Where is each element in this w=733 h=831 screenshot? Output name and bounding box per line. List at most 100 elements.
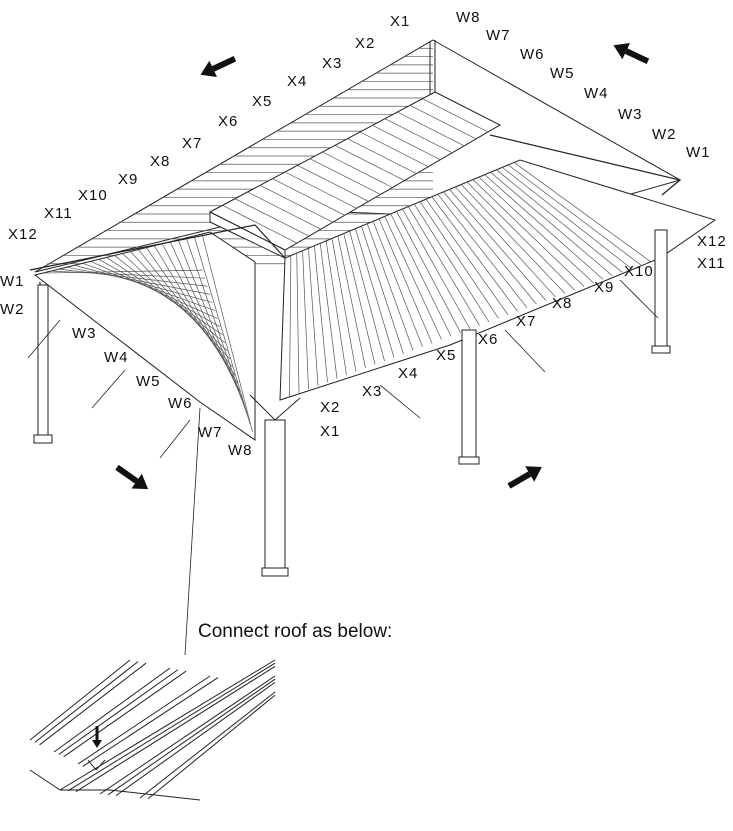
left-roof [33, 231, 256, 441]
leader-lines [27, 279, 659, 656]
label-back-w3: W3 [618, 106, 643, 123]
corrugation-line [284, 171, 357, 209]
corrugation-line [397, 111, 465, 147]
corrugation-line [319, 243, 338, 379]
label-back-w2: W2 [652, 126, 677, 143]
label-back-x6: X6 [218, 113, 238, 130]
corrugation-line [396, 211, 461, 333]
label-front-x4: X4 [398, 365, 418, 382]
corrugation-line [372, 125, 441, 161]
front-x-labels: X3 X4 X5 X6 X7 X8 X9 X10 X12 X11 [362, 233, 726, 400]
label-left-w2: W2 [0, 301, 25, 318]
corrugation-line [42, 269, 203, 274]
corrugation-line [437, 194, 528, 308]
corrugation-line [63, 670, 187, 758]
corrugation-line [331, 238, 357, 372]
post-front [264, 419, 286, 573]
corrugation-line [349, 230, 385, 362]
corrugation-line [87, 759, 97, 771]
corrugation-line [109, 789, 201, 801]
corrugation-line [58, 268, 208, 287]
corrugation-line [82, 677, 219, 767]
label-left-w1: W1 [0, 273, 25, 290]
corrugation-line [234, 198, 310, 237]
corrugation-line [115, 681, 276, 797]
post-left-foot [33, 434, 53, 444]
label-back-x1: X1 [390, 13, 410, 30]
corrugation-line [67, 662, 276, 792]
label-front-x11: X11 [697, 255, 726, 272]
corrugation-line [161, 243, 241, 392]
corrugation-line [425, 198, 509, 316]
back-w-labels: W8 W7 W6 W5 W4 W3 W2 W1 [456, 9, 711, 161]
corrugation-line [347, 138, 417, 174]
left-beam [29, 224, 286, 271]
corrugation-line [185, 237, 248, 416]
corrugation-line [139, 691, 276, 799]
corrugation-line [193, 235, 251, 424]
corrugation-line [502, 167, 632, 269]
corrugation-line [490, 171, 613, 277]
roof-joint-detail [29, 659, 276, 801]
corrugation-line [289, 255, 292, 397]
label-front-x3: X3 [362, 383, 382, 400]
corrugation-line [472, 179, 585, 287]
corrugation-line [308, 248, 319, 386]
arrow-icon-down-right [115, 464, 149, 490]
corrugation-line [422, 98, 489, 133]
corrugation-line [372, 221, 423, 347]
label-left-w4: W4 [104, 349, 129, 366]
corrugation-line [431, 196, 518, 312]
corrugation-line [53, 667, 171, 753]
corrugation-line [366, 223, 414, 351]
corrugation-line [390, 213, 452, 337]
label-front-x5: X5 [436, 347, 456, 364]
label-back-x9: X9 [118, 171, 138, 188]
label-back-w1: W1 [686, 144, 711, 161]
label-back-w7: W7 [486, 27, 511, 44]
corrugation-line [58, 669, 179, 755]
left-w-labels: W1 W2 W3 W4 W5 W6 W7 W8 [0, 273, 253, 459]
label-corner-x2: X2 [320, 399, 340, 416]
corrugation-line [107, 678, 276, 796]
corrugation-line [466, 181, 575, 291]
label-back-w8: W8 [456, 9, 481, 26]
corrugation-line [222, 205, 298, 244]
post-right-front-foot [458, 456, 480, 465]
label-front-x7: X7 [516, 313, 536, 330]
label-back-x8: X8 [150, 153, 170, 170]
corrugation-line [508, 164, 642, 266]
corrugation-line [384, 118, 453, 154]
corrugation-line [50, 270, 206, 279]
corrugation-line [359, 131, 429, 167]
corrugation-line [384, 216, 442, 340]
post-right-back [654, 229, 668, 351]
corrugation-line [513, 162, 651, 262]
label-corner-x1: X1 [320, 423, 340, 440]
corrugation-line [460, 184, 566, 294]
arrow-icon-right-up [507, 466, 542, 489]
label-left-w5: W5 [136, 373, 161, 390]
left-roof-panel [33, 231, 256, 441]
post-right-front [461, 329, 477, 461]
corrugation-line [322, 151, 393, 188]
corrugation-line [77, 675, 211, 765]
corrugation-line [95, 759, 106, 771]
back-x-labels: X1 X2 X3 X4 X5 X6 X7 X8 X9 X10 X11 X12 [8, 13, 410, 243]
corrugation-line [419, 201, 499, 319]
label-left-w8: W8 [228, 442, 253, 459]
corrugation-line [496, 169, 623, 273]
corrugation-line [413, 203, 490, 323]
corrugation-line [272, 178, 345, 216]
corrugation-line [478, 176, 594, 284]
arrow-icon-up-right [613, 42, 650, 65]
label-front-x6: X6 [478, 331, 498, 348]
label-front-x10: X10 [624, 263, 654, 280]
corrugation-line [147, 694, 276, 800]
corrugation-line [409, 105, 477, 140]
corrugation-line [259, 185, 333, 223]
corrugation-line [325, 240, 347, 376]
corrugation-line [302, 250, 309, 390]
